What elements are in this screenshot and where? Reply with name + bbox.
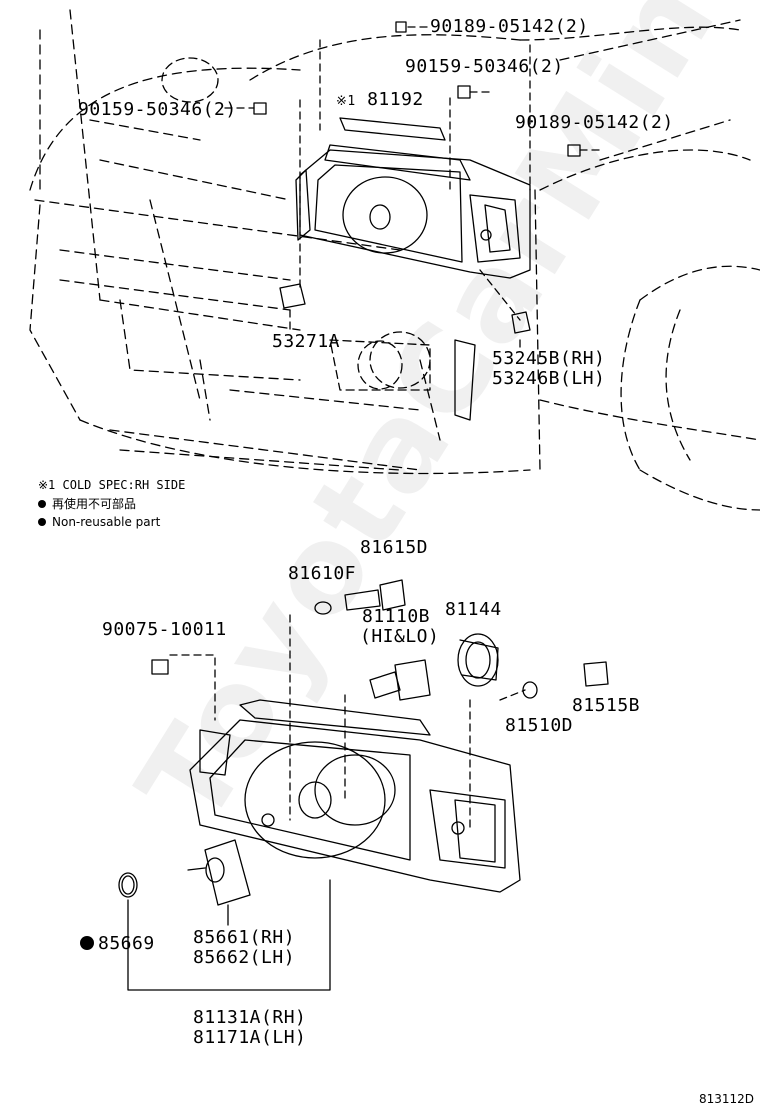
note-non-reusable-jp: 再使用不可部品 — [38, 496, 136, 512]
part-label-90159-50346-left: 90159-50346(2) — [78, 99, 237, 120]
non-reusable-dot-icon — [80, 936, 94, 950]
note-non-reusable-en: Non-reusable part — [38, 514, 160, 530]
part-label-81144: 81144 — [445, 599, 502, 620]
part-label-81171a-lh: 81171A(LH) — [193, 1027, 307, 1048]
part-label-85661-rh: 85661(RH) — [193, 927, 296, 948]
part-label-85662-lh: 85662(LH) — [193, 947, 296, 968]
part-label-81192: ※1 81192 — [336, 90, 424, 112]
part-label-90159-50346-right: 90159-50346(2) — [405, 56, 564, 77]
part-label-81515b: 81515B — [572, 695, 641, 716]
non-reusable-bullet-icon — [38, 500, 46, 508]
vehicle-body-outline — [29, 9, 760, 511]
part-label-hi-lo: (HI&LO) — [360, 626, 440, 647]
part-label-85669: 85669 — [80, 934, 155, 954]
fog-lamp-drawing — [161, 57, 431, 391]
part-label-90075-10011: 90075-10011 — [102, 619, 227, 640]
note-en-text: Non-reusable part — [52, 515, 161, 529]
part-label-90189-05142-top: 90189-05142(2) — [430, 16, 589, 37]
part-label-81615d: 81615D — [360, 537, 429, 558]
part-label-53246b-lh: 53246B(LH) — [492, 368, 606, 389]
part-label-53245b-rh: 53245B(RH) — [492, 348, 606, 369]
part-label-81131a-rh: 81131A(RH) — [193, 1007, 307, 1028]
cold-spec-mark: ※1 — [336, 94, 356, 109]
bracket-lines — [127, 879, 331, 991]
part-label-90189-05142-right: 90189-05142(2) — [515, 112, 674, 133]
diagram-reference-code: 813112D — [698, 1092, 754, 1106]
non-reusable-bullet-icon — [38, 518, 46, 526]
upper-leaders — [224, 26, 601, 351]
upper-fasteners — [253, 21, 581, 421]
note-jp-text: 再使用不可部品 — [52, 497, 137, 511]
part-label-53271a: 53271A — [272, 331, 341, 352]
part-number-85669: 85669 — [98, 933, 155, 954]
lower-leaders — [169, 614, 526, 829]
part-number-81192: 81192 — [367, 89, 424, 110]
part-label-81610f: 81610F — [288, 563, 357, 584]
part-label-81110b: 81110B — [362, 606, 431, 627]
lower-headlamp-drawing — [118, 579, 609, 906]
note-cold-spec: ※1 COLD SPEC:RH SIDE — [38, 478, 186, 492]
upper-headlamp-drawing — [295, 117, 531, 279]
part-label-81510d: 81510D — [505, 715, 574, 736]
